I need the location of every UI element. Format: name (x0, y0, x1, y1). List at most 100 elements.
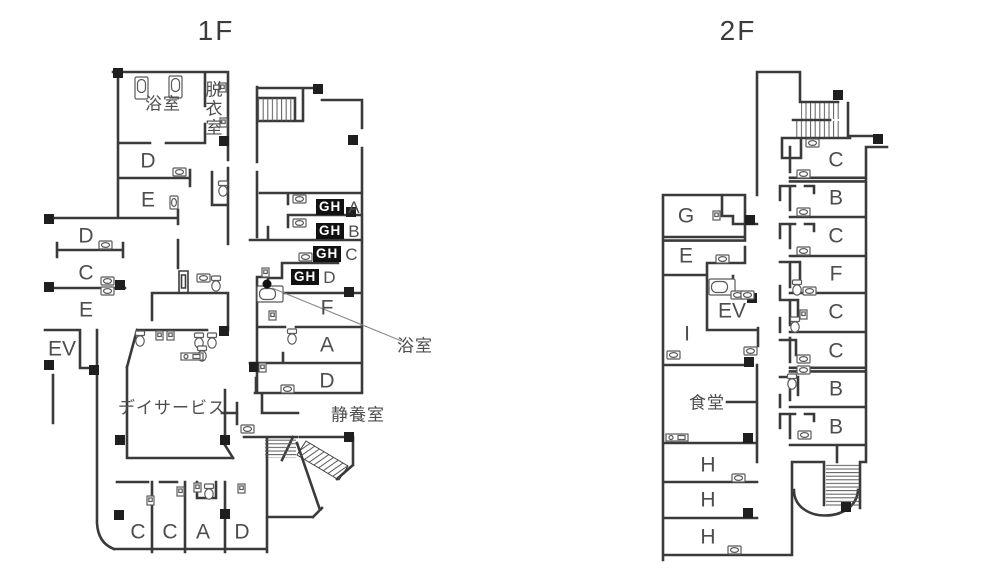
room-label-1f-elevator: EV (47, 337, 77, 361)
room-label-1f-a-right: A (319, 333, 335, 357)
sink-icon (240, 424, 255, 434)
fixture-icon (268, 310, 277, 321)
toilet-icon (206, 332, 218, 349)
sink-icon (292, 218, 307, 228)
room-label-2f-h2: H (700, 488, 716, 512)
sink-icon (796, 365, 811, 375)
gh-unit-d: GH D (291, 267, 336, 287)
room-label-2f-dining: 食堂 (689, 393, 725, 413)
gh-unit-letter: D (323, 267, 336, 287)
room-label-1f-e-left: E (78, 298, 94, 322)
sink-icon (98, 240, 113, 250)
sink-icon (796, 207, 811, 217)
fixture-icon (193, 482, 202, 493)
floor1-bath-callout (262, 279, 405, 343)
sink-icon (715, 254, 730, 264)
room-label-2f-c1: C (828, 148, 844, 172)
sink-icon (802, 286, 817, 296)
fixture-icon (799, 309, 808, 320)
fixture-icon (176, 486, 185, 497)
sink-icon (727, 545, 742, 555)
floor2-title: 2F (719, 15, 757, 46)
gh-unit-c: GH C (313, 244, 358, 264)
toilet-icon (203, 483, 215, 500)
floor1-stairs (258, 98, 349, 481)
floor2-wall-caps (743, 90, 883, 518)
sink-icon (100, 276, 115, 286)
gh-badge: GH (313, 245, 342, 263)
sink-icon (172, 167, 187, 177)
room-label-1f-c-bottom1: C (130, 520, 146, 544)
gh-unit-a: GH A (316, 197, 360, 217)
room-label-2f-b1: B (828, 186, 844, 210)
sink-icon (169, 195, 179, 210)
counter-icon (665, 433, 689, 442)
room-label-1f-a-bottom: A (195, 520, 211, 544)
sink-icon (796, 169, 811, 179)
fixture-icon (166, 330, 175, 341)
sink-icon (805, 138, 820, 148)
room-label-1f-f-right: F (320, 296, 334, 320)
sink-icon (731, 473, 746, 483)
room-label-1f-c-left: C (78, 261, 94, 285)
callout-label-bath: 浴室 (397, 336, 433, 356)
room-label-1f-rest-room: 静養室 (331, 405, 385, 425)
room-label-2f-h3: H (700, 525, 716, 549)
room-label-1f-d-left: D (78, 224, 94, 248)
room-label-2f-e: E (678, 244, 694, 268)
gh-badge: GH (291, 268, 320, 286)
room-label-2f-c4: C (828, 339, 844, 363)
toilet-icon (217, 180, 229, 197)
sink-icon (796, 354, 811, 364)
room-label-2f-b3: B (828, 415, 844, 439)
fixture-icon (155, 330, 164, 341)
sink-icon (666, 350, 681, 360)
callout-dot (262, 279, 272, 289)
floor2-stairs (794, 103, 859, 506)
sink-icon (280, 384, 295, 394)
room-label-2f-c2: C (828, 224, 844, 248)
sink-icon (100, 286, 115, 296)
bathtub-icon (256, 285, 284, 303)
room-label-2f-b2: B (828, 377, 844, 401)
fixture-icon (237, 483, 246, 494)
gh-unit-b: GH B (316, 221, 360, 241)
room-label-1f-d-upper: D (140, 149, 156, 173)
floor1-title: 1F (197, 15, 235, 46)
toilet-icon (210, 275, 222, 292)
gh-unit-letter: A (348, 197, 360, 217)
sink-icon (298, 252, 313, 262)
toilet-icon (789, 316, 801, 333)
fixture-icon (258, 362, 267, 373)
gh-unit-letter: C (345, 244, 358, 264)
toilet-icon (286, 328, 298, 345)
room-label-1f-d-bottom: D (234, 520, 250, 544)
room-label-2f-h1: H (700, 453, 716, 477)
sink-icon (743, 346, 758, 356)
toilet-icon (791, 279, 803, 296)
toilet-icon (786, 373, 798, 390)
gh-unit-letter: B (348, 221, 360, 241)
sink-icon (797, 430, 812, 440)
sink-icon (796, 246, 811, 256)
room-label-2f-g: G (677, 204, 695, 228)
fixture-icon (146, 495, 155, 506)
room-label-2f-f: F (829, 262, 843, 286)
callout-line (271, 287, 405, 343)
counter-icon (180, 352, 204, 361)
room-label-1f-d-right: D (319, 369, 335, 393)
room-label-2f-elevator: EV (717, 299, 747, 323)
fixture-icon (712, 210, 721, 221)
toilet-icon (134, 330, 146, 347)
room-label-1f-e-upper: E (140, 188, 156, 212)
sink-icon (740, 290, 755, 300)
fixture-icon (261, 267, 270, 278)
sink-icon (292, 194, 307, 204)
room-label-1f-day-service: デイサービス (118, 398, 226, 418)
room-label-1f-c-bottom2: C (162, 520, 178, 544)
room-label-1f-dressing: 脱衣室 (202, 80, 222, 138)
gh-badge: GH (316, 222, 345, 240)
floor1-wall-caps (44, 68, 358, 520)
